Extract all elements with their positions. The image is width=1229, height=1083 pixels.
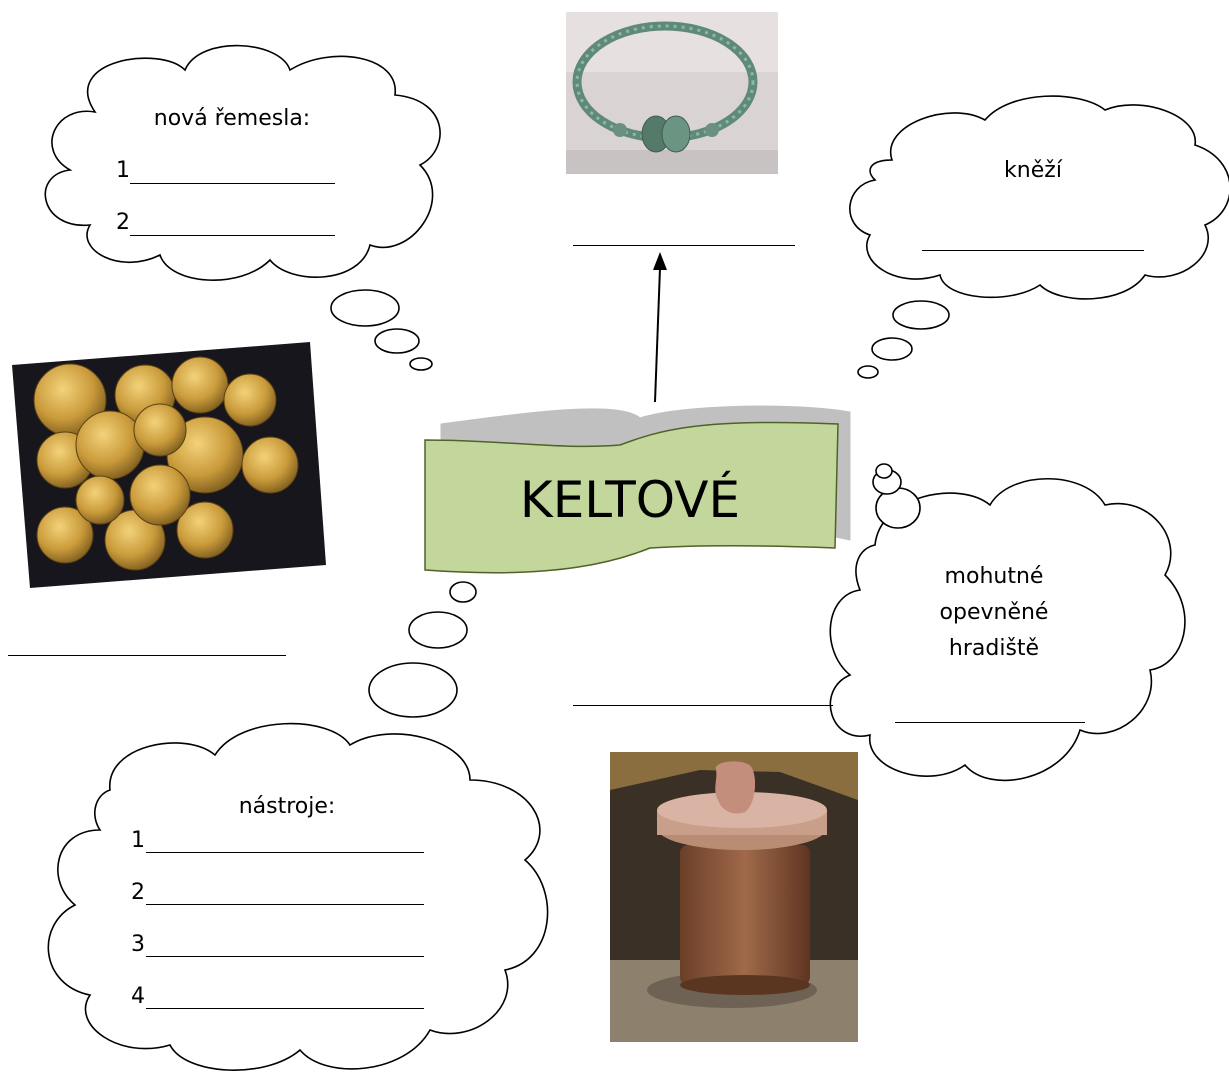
forts-line-1: mohutné <box>944 564 1044 589</box>
crafts-item-number: 1 <box>116 158 130 183</box>
tools-thought-bubble-medium <box>408 611 468 649</box>
forts-line-2: opevněné <box>939 600 1049 625</box>
tools-item-number: 3 <box>131 932 145 957</box>
tools-answer-line-3[interactable] <box>146 956 424 957</box>
priests-thought-bubble-large <box>892 300 950 330</box>
bracelet-answer-line[interactable] <box>573 245 795 246</box>
crafts-thought-bubble-small <box>409 357 433 371</box>
tools-answer-line-1[interactable] <box>146 852 424 853</box>
tools-item-number: 1 <box>131 828 145 853</box>
banner-ribbon <box>424 421 839 574</box>
tools-item-number: 2 <box>131 880 145 905</box>
crafts-cloud <box>44 44 441 371</box>
crafts-item-number: 2 <box>116 210 130 235</box>
tools-cloud <box>47 581 549 1071</box>
tools-item-number: 4 <box>131 984 145 1009</box>
bracelet-photo <box>566 12 778 174</box>
crafts-answer-line-1[interactable] <box>130 183 335 184</box>
tools-answer-line-2[interactable] <box>146 904 424 905</box>
crafts-thought-bubble-large <box>330 289 400 327</box>
priests-heading: kněží <box>1004 158 1062 183</box>
priests-answer-line[interactable] <box>922 250 1144 251</box>
arrow-up-icon <box>653 252 667 403</box>
priests-thought-bubble-medium <box>871 337 913 361</box>
keltove-banner <box>424 405 851 574</box>
crafts-thought-bubble-medium <box>374 328 420 354</box>
priests-thought-bubble-small <box>857 365 879 379</box>
crafts-answer-line-2[interactable] <box>130 235 335 236</box>
tools-thought-bubble-small <box>449 581 477 603</box>
coins-answer-line[interactable] <box>8 655 286 656</box>
page-title: KELTOVÉ <box>519 471 741 529</box>
tools-thought-bubble-large <box>368 662 458 718</box>
forts-thought-bubble-small <box>875 463 893 479</box>
forts-line-3: hradiště <box>948 636 1040 661</box>
pottery-wheel-photo <box>610 752 858 1042</box>
tools-answer-line-4[interactable] <box>146 1008 424 1009</box>
forts-cloud <box>829 463 1186 782</box>
forts-answer-line[interactable] <box>895 722 1085 723</box>
pottery-wheel-answer-line[interactable] <box>573 705 833 706</box>
coins-photo <box>12 342 326 588</box>
crafts-heading: nová řemesla: <box>153 106 311 131</box>
priests-cloud <box>849 95 1229 379</box>
tools-heading: nástroje: <box>238 794 336 819</box>
